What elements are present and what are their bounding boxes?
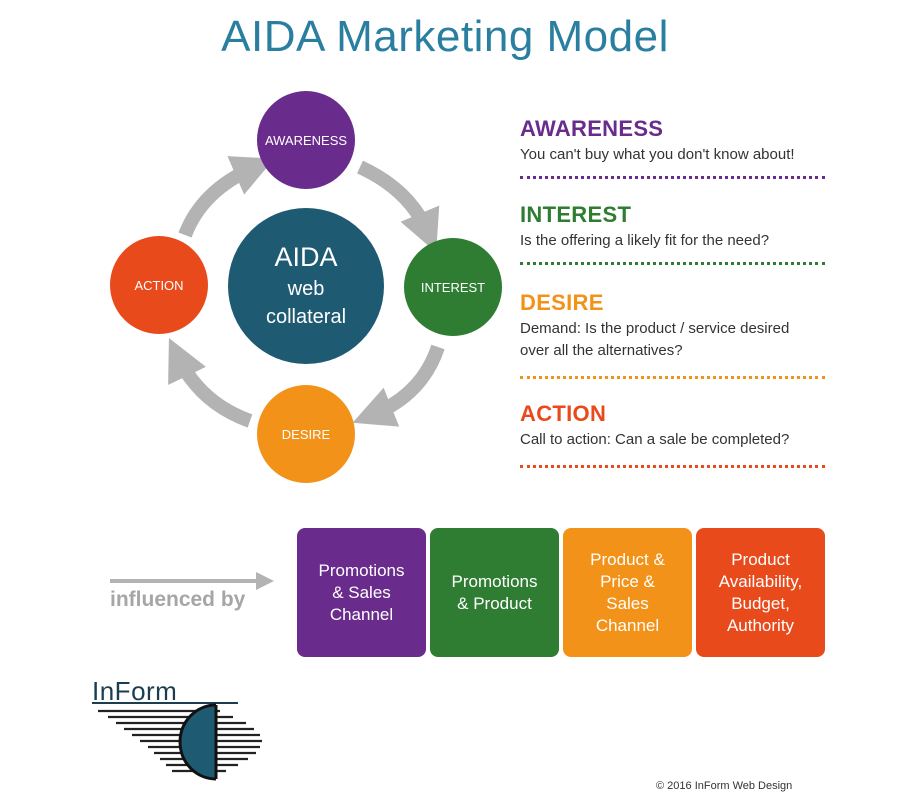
box-line: Price & [600,571,655,591]
stage-heading: AWARENESS [520,116,664,141]
stage-description: Call to action: Can a sale be completed? [520,431,790,448]
arrow-action-to-awareness [178,156,275,238]
box-line: Availability, [718,571,803,591]
inform-logo-icon [92,702,262,781]
stage-divider [520,262,825,265]
stage-divider [520,465,825,468]
node-interest: INTEREST [404,238,502,336]
box-line: Promotions [451,571,538,591]
copyright-text: © 2016 InForm Web Design [656,780,793,792]
box-line: & Sales [332,582,391,602]
box-line: Product & [590,549,665,569]
stage-heading: DESIRE [520,290,604,315]
arrow-interest-to-desire [352,344,445,427]
box-line: Channel [595,615,660,635]
stage-action: ACTION Call to action: Can a sale be com… [520,401,840,468]
stage-divider [520,376,825,379]
center-line-2: web [287,278,325,300]
aida-cycle-diagram: AWARENESS INTEREST DESIRE ACTION AIDA we… [110,91,502,483]
influence-box-promotions-sales-channel: Promotions & Sales Channel [297,528,426,657]
stage-description: Demand: Is the product / service desired [520,320,790,337]
stage-description: You can't buy what you don't know about! [520,146,795,163]
node-awareness: AWARENESS [257,91,355,189]
stage-description-2: over all the alternatives? [520,342,683,359]
influence-box-promotions-product: Promotions & Product [430,528,559,657]
stage-interest: INTEREST Is the offering a likely fit fo… [520,202,840,265]
logo-text: InForm [92,676,178,706]
stage-awareness: AWARENESS You can't buy what you don't k… [520,116,840,179]
stage-heading: ACTION [520,401,607,426]
stage-divider [520,176,825,179]
influence-box-product-availability-budget-authority: Product Availability, Budget, Authority [696,528,825,657]
arrow-desire-to-action [168,338,253,428]
box-line: Budget, [731,593,790,613]
influence-box-product-price-sales-channel: Product & Price & Sales Channel [563,528,692,657]
box-line: Authority [726,615,795,635]
box-line: Channel [329,604,394,624]
center-line-1: AIDA [274,242,337,272]
node-desire-label: DESIRE [282,427,331,442]
node-interest-label: INTEREST [421,280,485,295]
influenced-by-label: influenced by [110,588,246,611]
center-circle: AIDA web collateral [228,208,384,364]
stage-heading: INTEREST [520,202,632,227]
box-line: & Product [457,593,532,613]
box-line: Sales [606,593,649,613]
stage-desire: DESIRE Demand: Is the product / service … [520,290,840,379]
node-awareness-label: AWARENESS [265,133,347,148]
box-line: Promotions [318,560,405,580]
arrow-awareness-to-interest [356,160,440,253]
node-desire: DESIRE [257,385,355,483]
center-line-3: collateral [266,306,346,328]
stage-description: Is the offering a likely fit for the nee… [520,232,770,249]
box-line: Product [731,549,790,569]
influence-arrow-icon [110,572,274,590]
page-title: AIDA Marketing Model [221,12,669,61]
node-action: ACTION [110,236,208,334]
node-action-label: ACTION [134,278,183,293]
